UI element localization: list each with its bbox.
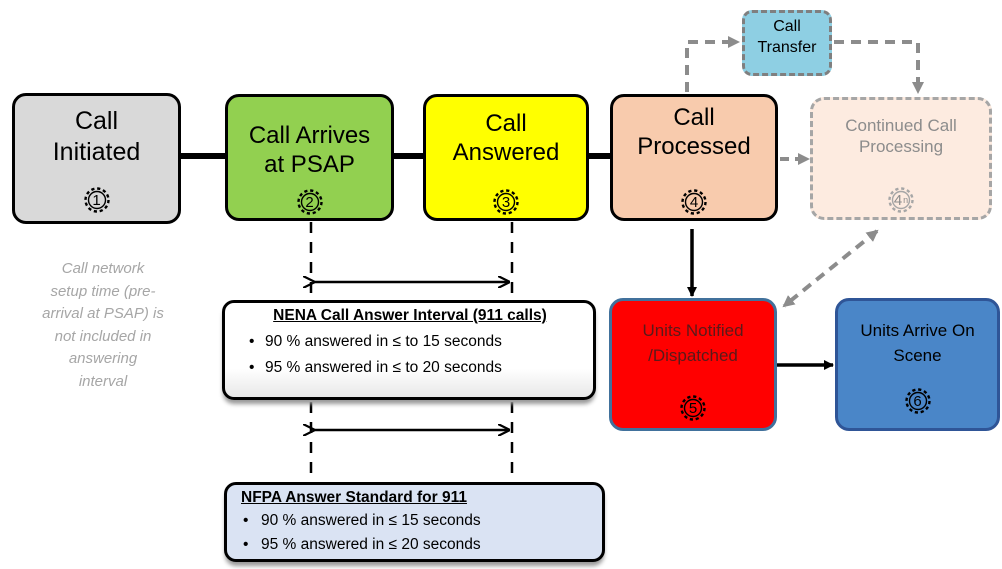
- nfpa-standard-box: NFPA Answer Standard for 911 •90 % answe…: [224, 482, 605, 562]
- call-transfer-label: Call Transfer: [757, 18, 817, 56]
- gear-icon: 3: [491, 187, 521, 217]
- call-answered-label: Call Answered: [452, 110, 560, 167]
- arrow-transfer-to-4n: [834, 40, 924, 94]
- list-item: •90 % answered in ≤ 15 seconds: [241, 509, 590, 533]
- units-notified-label: Units Notified /Dispatched: [642, 321, 744, 365]
- bullet-icon: •: [249, 333, 255, 350]
- gear-icon: 5: [678, 393, 708, 423]
- arrow-4n-to-5: [782, 229, 879, 308]
- nena-title: NENA Call Answer Interval (911 calls): [273, 307, 547, 324]
- bullet-icon: •: [243, 512, 249, 529]
- step-number: 3: [501, 193, 511, 211]
- units-arrive-box: Units Arrive On Scene 6: [835, 298, 1000, 431]
- network-setup-note: Call network setup time (pre- arrival at…: [42, 260, 164, 390]
- step-number: 5: [688, 399, 698, 417]
- call-transfer-box: Call Transfer: [742, 10, 832, 76]
- gear-icon: 1: [82, 185, 112, 215]
- call-processed-label: Call Processed: [637, 104, 751, 161]
- step-number: 1: [92, 191, 101, 209]
- step-number: 4: [689, 193, 699, 211]
- list-item: •95 % answered in ≤ to 20 seconds: [243, 355, 581, 381]
- units-notified-box: Units Notified /Dispatched 5: [609, 298, 777, 431]
- call-arrives-box: Call Arrives at PSAP 2: [225, 94, 394, 221]
- step-number: 2: [305, 193, 314, 211]
- list-item: •95 % answered in ≤ 20 seconds: [241, 533, 590, 557]
- call-initiated-box: Call Initiated 1: [12, 93, 181, 224]
- continued-processing-label: Continued Call Processing: [845, 116, 957, 156]
- list-item: •90 % answered in ≤ to 15 seconds: [243, 329, 581, 355]
- call-processed-box: Call Processed 4: [610, 94, 778, 221]
- bullet-icon: •: [243, 536, 249, 554]
- nfpa-title: NFPA Answer Standard for 911: [241, 489, 467, 506]
- call-answered-box: Call Answered 3: [423, 94, 589, 221]
- bullet-icon: •: [249, 358, 255, 376]
- gear-icon: 4: [679, 187, 709, 217]
- call-initiated-label: Call Initiated: [52, 107, 141, 166]
- call-arrives-label: Call Arrives at PSAP: [248, 122, 371, 179]
- gear-icon: 6: [903, 386, 933, 416]
- nena-standard-box: NENA Call Answer Interval (911 calls) •9…: [222, 300, 596, 400]
- arrow-4-to-transfer: [685, 36, 740, 92]
- gear-icon: 2: [295, 187, 325, 217]
- nfpa-bullet-list: •90 % answered in ≤ 15 seconds •95 % ans…: [241, 509, 590, 557]
- nena-bullet-list: •90 % answered in ≤ to 15 seconds •95 % …: [243, 329, 581, 380]
- units-arrive-label: Units Arrive On Scene: [860, 321, 975, 365]
- step-number: 6: [913, 392, 922, 410]
